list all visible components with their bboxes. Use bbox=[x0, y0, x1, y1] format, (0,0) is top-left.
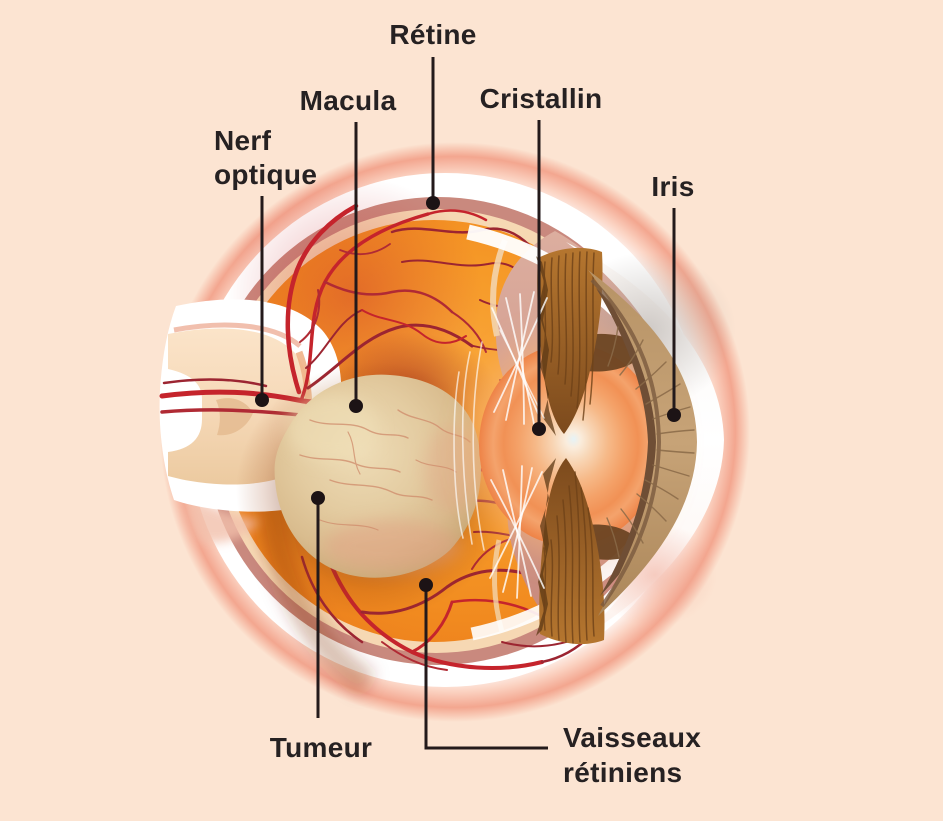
pointer-dot bbox=[426, 196, 440, 210]
ciliary-body-bottom bbox=[536, 458, 605, 645]
eyeball-illustration bbox=[159, 142, 750, 722]
label-retine: Rétine bbox=[389, 19, 476, 50]
label-nerf-optique-line1: Nerf bbox=[214, 125, 272, 156]
iris bbox=[588, 270, 697, 616]
pointer-dot bbox=[667, 408, 681, 422]
pointer-cristallin bbox=[532, 120, 546, 436]
optic-nerve-rim bbox=[173, 322, 302, 348]
zonule-fibers bbox=[453, 291, 548, 599]
label-cristallin: Cristallin bbox=[480, 83, 603, 114]
tumor-blush-bottom bbox=[324, 520, 460, 572]
label-vaisseaux-line1: Vaisseaux bbox=[563, 722, 701, 753]
pointers bbox=[255, 57, 681, 750]
label-nerf-optique-line2: optique bbox=[214, 159, 317, 190]
pointer-vaisseaux-retiniens bbox=[419, 578, 548, 750]
ciliary-striations-top bbox=[543, 251, 595, 421]
labels: Rétine Macula Nerf optique Cristallin Ir… bbox=[214, 19, 701, 788]
label-tumeur: Tumeur bbox=[270, 732, 372, 763]
pointer-dot bbox=[349, 399, 363, 413]
pointer-nerf-optique bbox=[255, 196, 269, 407]
pointer-tumeur bbox=[311, 491, 325, 718]
tumor-veins bbox=[299, 409, 471, 531]
label-iris: Iris bbox=[651, 171, 694, 202]
retina-edge-sliver-top bbox=[490, 238, 508, 337]
ciliary-body-top bbox=[536, 247, 603, 436]
label-macula: Macula bbox=[300, 85, 397, 116]
iris-inner-rim bbox=[590, 278, 662, 608]
label-vaisseaux-line2: rétiniens bbox=[563, 757, 682, 788]
iris-crescent bbox=[588, 270, 697, 616]
pointer-dot bbox=[311, 491, 325, 505]
optic-nerve-fold bbox=[216, 398, 253, 436]
pointer-dot bbox=[255, 393, 269, 407]
pointer-retine bbox=[426, 57, 440, 210]
iris-striations bbox=[606, 326, 695, 558]
ciliary-striations-bottom bbox=[543, 471, 595, 644]
pointer-iris bbox=[667, 208, 681, 422]
pointer-dot bbox=[532, 422, 546, 436]
tumor bbox=[236, 362, 512, 618]
pointer-dot bbox=[419, 578, 433, 592]
pointer-macula bbox=[349, 122, 363, 413]
